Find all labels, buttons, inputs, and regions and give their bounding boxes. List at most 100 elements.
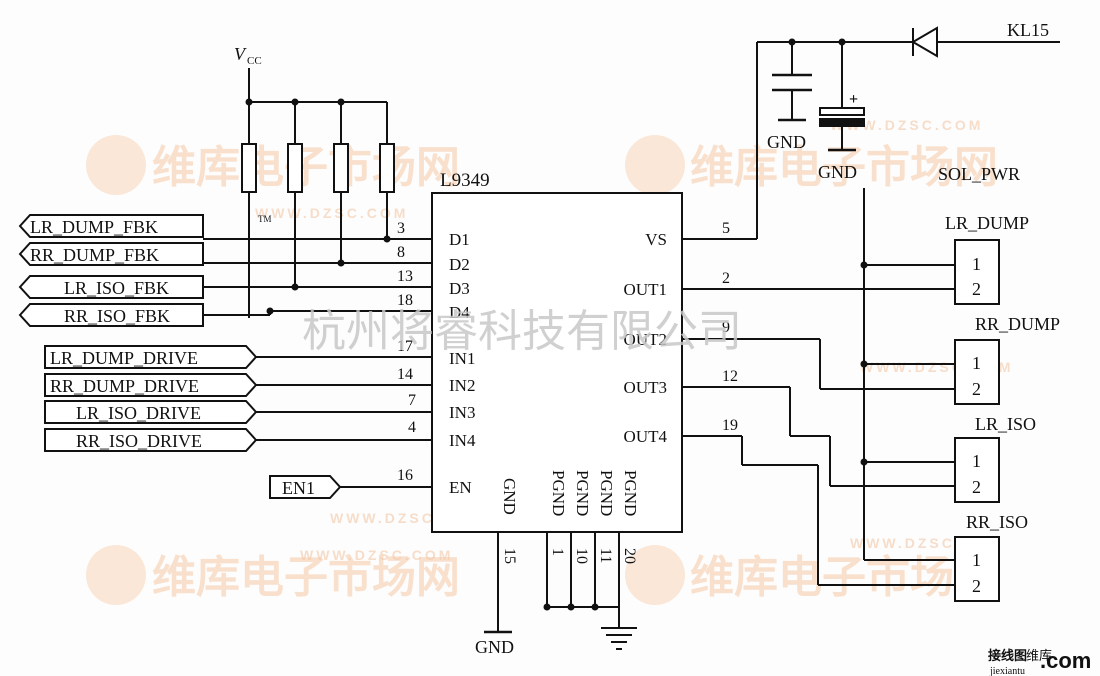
- footer-logo-extra: 维库: [1026, 648, 1052, 663]
- watermark-url: WWW.DZSC.COM: [830, 117, 983, 133]
- gnd-symbols: [484, 118, 856, 634]
- flag-rr-dump-drive: [44, 373, 258, 397]
- pin-number: 17: [397, 338, 413, 355]
- chip-left-pins: D1 D2 D3 D4 IN1 IN2 IN3 IN4 EN: [449, 230, 476, 497]
- pin-out2: OUT2: [624, 330, 667, 349]
- pin-number: 13: [397, 268, 413, 285]
- connector-rr-iso: RR_ISO 1 2: [954, 512, 1028, 602]
- flag-lr-dump-fbk: [18, 214, 204, 238]
- flag-en1: [269, 475, 342, 499]
- connector-body: [954, 239, 1000, 305]
- connector-rr-dump: RR_DUMP 1 2: [954, 314, 1060, 405]
- pin-out4: OUT4: [624, 427, 668, 446]
- watermark-logo-icon: [86, 545, 146, 605]
- pin-number: 18: [397, 292, 413, 309]
- chip-name: L9349: [440, 170, 490, 191]
- gnd-label: GND: [818, 162, 857, 182]
- connector-name: LR_ISO: [975, 414, 1036, 434]
- wires: [203, 41, 1060, 632]
- watermark-logo-icon: [625, 135, 685, 195]
- pullup-resistors: [241, 143, 395, 193]
- pin-d3: D3: [449, 279, 470, 298]
- watermark-brand: 维库电子市场网: [152, 143, 460, 192]
- connector-name: LR_DUMP: [945, 213, 1029, 233]
- connector-pin: 1: [972, 254, 981, 274]
- pin-pgnd-4: PGND: [621, 470, 640, 516]
- connector-lr-dump: LR_DUMP 1 2: [945, 213, 1029, 305]
- pin-en: EN: [449, 478, 472, 497]
- pin-d4: D4: [449, 303, 470, 322]
- connector-pin: 1: [972, 353, 981, 373]
- diode: [911, 26, 938, 58]
- label-rr-iso-drive: RR_ISO_DRIVE: [76, 431, 202, 451]
- connector-pin: 2: [972, 279, 981, 299]
- connector-lr-iso: LR_ISO 1 2: [954, 414, 1036, 503]
- label-lr-dump-drive: LR_DUMP_DRIVE: [50, 348, 198, 368]
- pin-number: 8: [397, 244, 405, 261]
- flag-lr-dump-drive: [44, 345, 258, 369]
- capacitor-c1: [772, 73, 812, 92]
- label-lr-dump-fbk: LR_DUMP_FBK: [30, 217, 158, 237]
- sol-pwr-label: SOL_PWR: [938, 164, 1020, 184]
- pin-numbers: 3 8 13 18 17 14 7 4 16 5 2 9 12 19 15 1 …: [397, 220, 738, 564]
- footer-logo-main: 接线图: [988, 648, 1027, 663]
- footer-logo-domain: .com: [1040, 648, 1091, 673]
- pin-number: 12: [722, 368, 738, 385]
- capacitor-c2: +: [819, 91, 865, 127]
- pin-pgnd-2: PGND: [573, 470, 592, 516]
- junction-dots: [245, 38, 868, 611]
- label-rr-dump-fbk: RR_DUMP_FBK: [30, 245, 159, 265]
- watermark-brand: 维库电子市场网: [690, 553, 998, 602]
- connector-pin: 2: [972, 576, 981, 596]
- pin-number: 5: [722, 220, 730, 237]
- resistor-r1: [241, 143, 257, 193]
- watermark-url: WWW.DZSC.COM: [300, 547, 453, 563]
- flag-rr-dump-fbk: [18, 242, 204, 266]
- pin-pgnd-3: PGND: [597, 470, 616, 516]
- drive-flags: [44, 345, 258, 452]
- watermark-brand: 维库电子市场网: [152, 553, 460, 602]
- footer-logo: 接线图 维库 .com jiexiantu: [988, 648, 1091, 676]
- resistor-r3: [333, 143, 349, 193]
- resistor-r2: [287, 143, 303, 193]
- gnd-label: GND: [767, 132, 806, 152]
- connector-body: [954, 339, 1000, 405]
- pin-in3: IN3: [449, 403, 475, 422]
- watermark-url: WWW.DZSC.COM: [255, 205, 408, 221]
- flag-lr-iso-drive: [44, 400, 258, 424]
- pin-gnd: GND: [500, 478, 519, 515]
- kl15-label: KL15: [1007, 20, 1049, 40]
- watermark-logo-icon: [625, 545, 685, 605]
- pin-number: 4: [408, 419, 416, 436]
- chip-right-pins: VS OUT1 OUT2 OUT3 OUT4: [624, 230, 668, 446]
- resistor-r4: [379, 143, 395, 193]
- pin-in2: IN2: [449, 376, 475, 395]
- pin-d2: D2: [449, 255, 470, 274]
- pin-number: 1: [549, 548, 566, 556]
- connector-body: [954, 437, 1000, 503]
- pin-out3: OUT3: [624, 378, 667, 397]
- flag-rr-iso-fbk: [18, 303, 204, 327]
- company-overlay-text: 杭州将睿科技有限公司: [302, 306, 742, 357]
- fbk-flags: [18, 214, 204, 327]
- pin-vs: VS: [645, 230, 667, 249]
- flag-lr-iso-fbk: [18, 275, 204, 299]
- pin-number: 2: [722, 270, 730, 287]
- watermark-group: 维库电子市场网 WWW.DZSC.COM 维库电子市场网 WWW.DZSC.CO…: [86, 117, 1010, 605]
- drive-labels: LR_DUMP_DRIVE RR_DUMP_DRIVE LR_ISO_DRIVE…: [50, 348, 202, 451]
- watermark-tl: 维库电子市场网 WWW.DZSC.COM: [86, 135, 460, 221]
- pin-number: 7: [408, 392, 416, 409]
- vcc-label: V: [234, 44, 247, 64]
- cap-plus-label: +: [849, 91, 858, 108]
- chip-bottom-pins: GND PGND PGND PGND PGND: [500, 470, 640, 516]
- pin-d1: D1: [449, 230, 470, 249]
- label-lr-iso-fbk: LR_ISO_FBK: [64, 278, 169, 298]
- pin-number: 11: [597, 548, 614, 563]
- label-en1: EN1: [282, 478, 315, 498]
- pin-number: 10: [573, 548, 590, 564]
- pin-number: 19: [722, 417, 738, 434]
- pin-number: 14: [397, 366, 413, 383]
- pin-number: 20: [621, 548, 638, 564]
